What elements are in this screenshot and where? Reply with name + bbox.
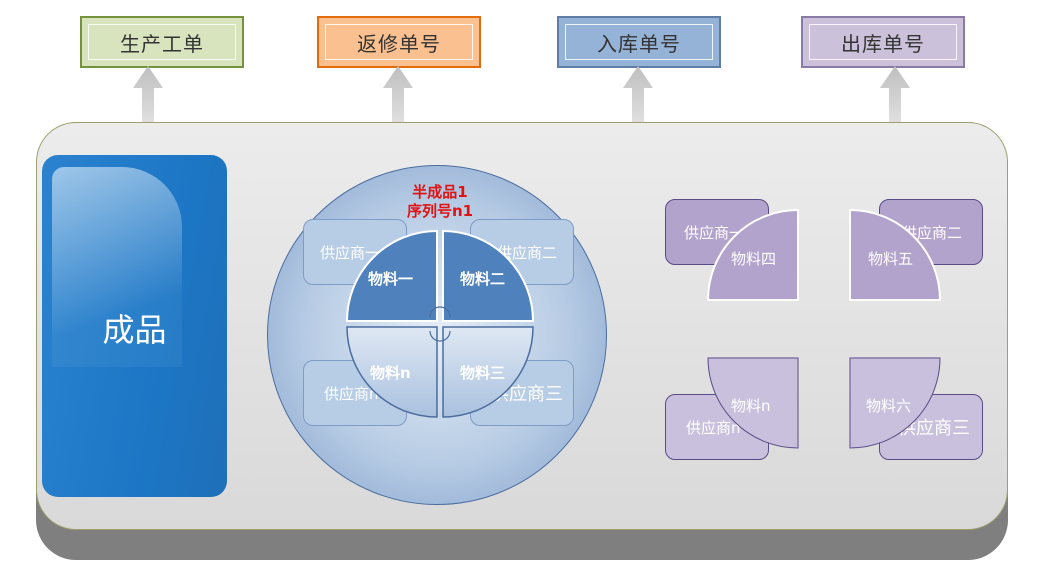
tag-label: 返修单号 <box>325 24 473 60</box>
material-label-n-right: 物料n <box>731 397 771 415</box>
tag-label: 入库单号 <box>565 24 713 60</box>
center-swirl-icon <box>429 306 451 342</box>
material-segment-1 <box>345 229 438 322</box>
material-label-four: 物料四 <box>731 250 777 268</box>
material-label-n: 物料n <box>370 364 411 382</box>
material-label-five: 物料五 <box>868 250 914 268</box>
material-label-2: 物料二 <box>460 270 506 288</box>
tag-repair-number: 返修单号 <box>317 16 481 68</box>
tag-label: 出库单号 <box>809 24 957 60</box>
material-label-1: 物料一 <box>368 270 414 288</box>
material-four-quadrant <box>706 208 799 301</box>
tag-outbound-number: 出库单号 <box>801 16 965 68</box>
material-n-quadrant <box>707 357 799 449</box>
material-segment-2 <box>442 229 535 322</box>
up-arrow-icon <box>133 66 163 124</box>
semi-title-line1: 半成品1 <box>412 183 468 201</box>
up-arrow-icon <box>623 66 653 124</box>
tag-label: 生产工单 <box>88 24 236 60</box>
semi-title-line2: 序列号n1 <box>406 202 474 220</box>
right-bottom-quadrants <box>707 357 941 449</box>
up-arrow-icon <box>383 66 413 124</box>
material-segment-n <box>346 326 438 418</box>
material-label-3: 物料三 <box>460 364 506 382</box>
gloss-highlight <box>52 167 182 367</box>
material-five-quadrant <box>849 208 942 301</box>
material-label-six: 物料六 <box>866 397 912 415</box>
up-arrow-icon <box>880 66 910 124</box>
tag-production-order: 生产工单 <box>80 16 244 68</box>
material-six-quadrant <box>849 357 941 449</box>
material-segment-3 <box>442 326 534 418</box>
right-top-quadrants <box>706 208 942 301</box>
tag-inbound-number: 入库单号 <box>557 16 721 68</box>
finished-product-label: 成品 <box>102 311 167 349</box>
finished-product-block: 成品 <box>42 155 227 497</box>
material-pie <box>345 229 535 418</box>
